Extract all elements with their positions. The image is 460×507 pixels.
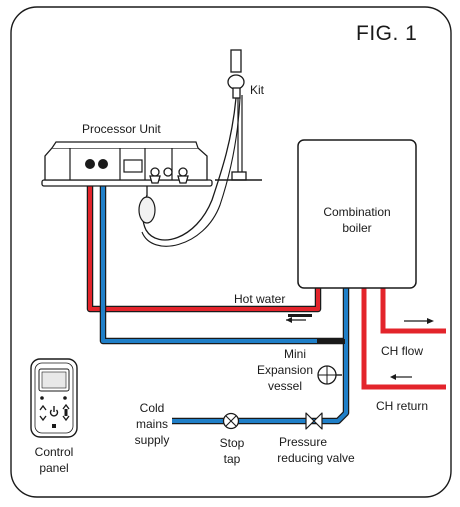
hot-pipe-fitting <box>288 314 312 317</box>
arrow-down-icon <box>39 415 47 422</box>
shower-kit <box>138 49 262 247</box>
ch-flow-pipe <box>380 288 446 334</box>
ch-flow-label: CH flow <box>381 344 423 358</box>
mini-expansion-line2: Expansion <box>257 363 313 377</box>
mini-expansion-line3: vessel <box>268 379 302 393</box>
prv-line1: Pressure <box>279 435 327 449</box>
diagram-frame <box>10 6 452 498</box>
status-dot-left <box>40 396 44 400</box>
status-dot-right <box>63 396 67 400</box>
processor-unit <box>41 141 213 187</box>
stop-tap-line1: Stop <box>220 436 245 450</box>
temperature-control-icon <box>62 403 70 422</box>
boiler-label-line2: boiler <box>342 221 371 235</box>
ch-flow-arrow <box>404 318 434 324</box>
mini-expansion-line1: Mini <box>284 347 306 361</box>
cold-mains-line2: mains <box>136 417 168 431</box>
kit-label: Kit <box>250 83 265 97</box>
control-panel-line1: Control <box>35 445 74 459</box>
ch-return-arrow <box>390 374 412 380</box>
stop-tap <box>222 412 240 430</box>
control-panel-device <box>30 358 78 438</box>
cold-mains-line3: supply <box>135 433 170 447</box>
ch-return-pipe <box>361 288 446 390</box>
stop-tap-line2: tap <box>224 452 241 466</box>
mini-expansion-vessel <box>317 365 342 385</box>
processor-unit-label: Processor Unit <box>82 122 161 136</box>
hot-water-flow-arrow <box>286 317 306 323</box>
arrow-up-icon <box>39 404 47 411</box>
power-icon <box>49 406 59 417</box>
pressure-reducing-valve <box>305 412 323 430</box>
tee-fitting <box>317 339 345 344</box>
cold-main-riser <box>318 288 350 425</box>
cold-mains-line1: Cold <box>140 401 165 415</box>
indicator-light <box>52 424 56 428</box>
cold-feed-pipe <box>99 162 346 345</box>
control-panel-line2: panel <box>39 461 68 475</box>
combination-boiler <box>297 139 417 289</box>
hot-water-label: Hot water <box>234 292 285 306</box>
boiler-label-line1: Combination <box>323 205 390 219</box>
figure-label: FIG. 1 <box>356 22 417 45</box>
prv-line2: reducing valve <box>277 451 355 465</box>
ch-return-label: CH return <box>376 399 428 413</box>
hot-water-pipe <box>86 162 322 313</box>
